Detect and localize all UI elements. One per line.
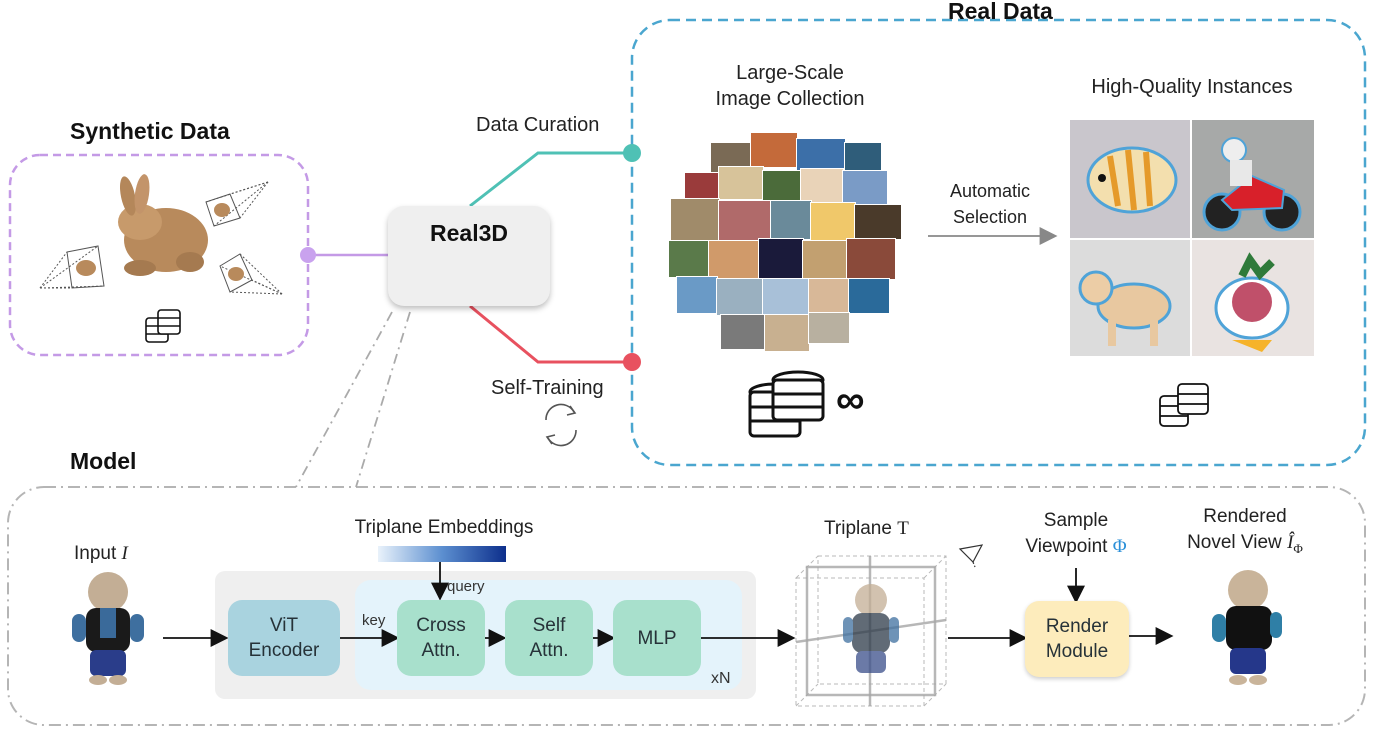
self-training-connector	[469, 304, 632, 364]
self-training-label: Self-Training	[491, 377, 604, 399]
zoom-line-left	[295, 311, 393, 488]
triplane-figure	[843, 584, 899, 673]
triplane-label-text: Triplane	[824, 518, 898, 539]
render-label-2: Module	[1045, 641, 1109, 662]
vit-encoder-box: ViT Encoder	[228, 600, 340, 676]
real3d-box: Real3D	[388, 206, 550, 306]
input-label-text: Input	[74, 543, 122, 564]
real-data-title: Real Data	[948, 0, 1053, 24]
selection-label-1: Automatic	[949, 181, 1031, 201]
database-icon-instances	[1159, 383, 1209, 427]
zoom-line-right	[355, 311, 411, 488]
data-curation-dot	[623, 144, 641, 162]
instance-fish	[1070, 120, 1190, 238]
input-symbol: I	[121, 543, 128, 564]
mlp-box: MLP	[613, 600, 701, 676]
database-icon-synthetic	[145, 309, 181, 343]
model-frame	[7, 486, 1366, 726]
instances-label: High-Quality Instances	[1091, 76, 1293, 98]
rendered-subscript: Φ	[1293, 540, 1303, 556]
self-training-dot	[623, 353, 641, 371]
selection-label-2: Selection	[952, 207, 1028, 227]
real3d-title: Real3D	[430, 220, 508, 246]
collection-label-1: Large-Scale	[736, 62, 844, 84]
viewpoint-label-2: Viewpoint	[1025, 536, 1113, 557]
viewpoint-label-1: Sample	[1043, 510, 1109, 531]
self-label-1: Self	[532, 615, 566, 636]
instance-cat	[1070, 240, 1190, 356]
model-title: Model	[70, 448, 137, 474]
collection-label: Large-Scale Image Collection	[690, 60, 890, 112]
triplane-symbol: T	[897, 518, 909, 539]
instance-dessert	[1192, 240, 1314, 356]
camera-frustum-top	[205, 181, 269, 227]
vit-label-1: ViT	[269, 615, 299, 636]
rendered-figure	[1212, 570, 1282, 685]
rendered-view-label: Rendered Novel View ÎΦ	[1170, 504, 1320, 562]
sample-viewpoint-label: Sample Viewpoint Φ	[1006, 508, 1146, 560]
cross-label-1: Cross	[416, 615, 466, 636]
database-icon-large	[748, 370, 825, 438]
triplane-embedding-bar	[378, 546, 506, 562]
rendered-label-2: Novel View	[1187, 532, 1288, 553]
query-label: query	[447, 578, 485, 595]
bunny-thumb-left	[76, 260, 96, 276]
bunny-model	[118, 174, 208, 276]
real-data-frame	[630, 18, 1367, 467]
synthetic-connector-dot	[300, 247, 316, 263]
bunny-thumb-right	[228, 267, 244, 281]
automatic-selection-label: Automatic Selection	[928, 178, 1052, 230]
rendered-label-1: Rendered	[1203, 506, 1287, 527]
bunny-thumb-top	[214, 203, 230, 217]
input-figure	[72, 572, 144, 685]
cross-label-2: Attn.	[421, 640, 461, 661]
triplane-label: Triplane T	[824, 516, 909, 542]
rendered-symbol: Î	[1287, 532, 1294, 553]
key-label: key	[362, 612, 386, 629]
image-collection-collage	[668, 128, 918, 353]
instance-motorcycle	[1192, 120, 1314, 238]
vit-label-2: Encoder	[248, 640, 320, 661]
mlp-label: MLP	[637, 627, 677, 649]
render-label-1: Render	[1045, 616, 1109, 637]
refresh-icon	[545, 403, 577, 447]
input-label: Input I	[74, 541, 128, 567]
repeat-label: xN	[711, 670, 731, 687]
data-curation-label: Data Curation	[476, 114, 600, 136]
synthetic-data-title: Synthetic Data	[70, 118, 230, 144]
self-label-2: Attn.	[529, 640, 569, 661]
infinity-symbol: ∞	[836, 378, 865, 422]
data-curation-connector	[469, 151, 632, 208]
camera-icon	[958, 544, 984, 568]
triplane-embeddings-label: Triplane Embeddings	[354, 517, 534, 538]
viewpoint-symbol: Φ	[1112, 536, 1127, 557]
collection-label-2: Image Collection	[715, 88, 865, 110]
